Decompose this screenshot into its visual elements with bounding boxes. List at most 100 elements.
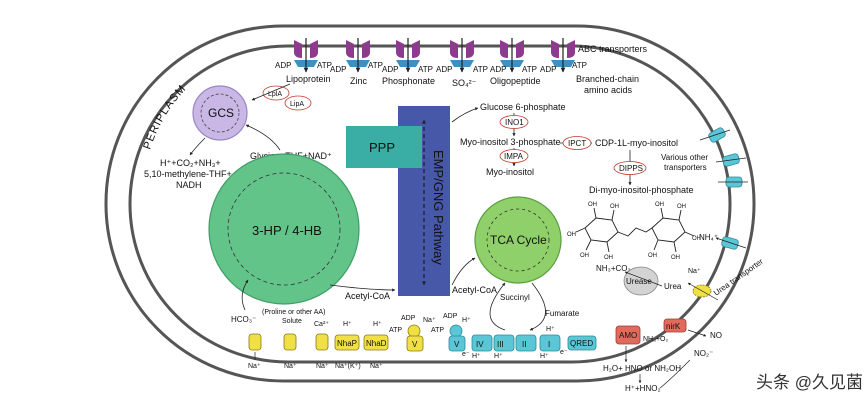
urease-label: Urease [626, 277, 652, 286]
gcs-output-arrow [189, 137, 206, 156]
various-transporter-1 [708, 127, 726, 143]
hp-hb-label: 3-HP / 4-HB [252, 223, 322, 238]
various-transporters-label-2: transporters [664, 163, 707, 172]
gcs-output-3: NADH [176, 180, 202, 190]
complex-iv-label: IV [476, 340, 484, 349]
di-myo-inositol-phosphate: Di-myo-inositol-phosphate [589, 185, 694, 195]
dip-oh-6: OH [655, 202, 664, 208]
dip-oh-10: OH [692, 236, 701, 242]
nh4-arrow [715, 237, 747, 249]
periplasm-label: PERIPLASM [141, 82, 188, 150]
oligopeptide-label: Oligopeptide [490, 76, 541, 86]
gcs-label: GCS [208, 106, 234, 120]
abc-adp-4: ADP [436, 65, 452, 74]
fumarate-label: Fumarate [545, 309, 580, 318]
ppp-label: PPP [369, 140, 395, 155]
various-transporters-label-1: Various other [661, 153, 708, 162]
cdp-myo-inositol: CDP-1L-myo-inositol [595, 138, 678, 148]
complex-i-label: I [548, 340, 550, 349]
proline-label-2: Solute [282, 318, 302, 325]
abc-atp-5: ATP [522, 65, 537, 74]
ipct-oval [562, 136, 592, 150]
solute-transporter [283, 333, 297, 351]
fumarate-arrow [529, 282, 546, 331]
nirk-no-arrow [687, 329, 707, 337]
dip-oh-1: OH [588, 202, 597, 208]
abc-transporter-phosphonate [396, 38, 420, 73]
h-v2-label: H⁺ [462, 317, 471, 324]
acetyl-coa-label-1: Acetyl-CoA [345, 291, 390, 301]
dipps-label: DIPPS [619, 164, 643, 173]
phosphonate-label: Phosphonate [382, 76, 435, 86]
na-label-5: Na⁺ [370, 363, 383, 370]
hco3-arrow [241, 279, 249, 311]
v-atpase-1-label: V [412, 340, 418, 349]
v-atpase-1-body [406, 335, 424, 352]
succinyl-arrow [489, 282, 506, 331]
v-atpase-2-label: V [454, 340, 460, 349]
urea-transport-arrow [687, 282, 719, 301]
no2-label: NO₂⁻ [694, 349, 713, 358]
nh3-co2-label: NH₃+CO₂ [596, 264, 631, 273]
na-label-3: Na⁺ [316, 363, 329, 370]
dip-oh-2: OH [610, 204, 619, 210]
nirk-box [663, 318, 687, 333]
h-label-2: H⁺ [373, 321, 382, 328]
gcs-input-arrow [245, 124, 281, 151]
ipct-label: IPCT [568, 139, 586, 148]
myo-inositol: Myo-inositol [486, 167, 534, 177]
amo-box [615, 325, 641, 345]
nhap-transporter [334, 334, 360, 351]
nhad-label: NhaD [366, 339, 387, 348]
lpla-label: LplA [268, 91, 282, 98]
acetyl-coa-label-2: Acetyl-CoA [452, 285, 497, 295]
lipoprotein-label: Lipoprotein [286, 74, 331, 84]
amo-label: AMO [619, 331, 637, 340]
v-atpase-2-body [448, 335, 466, 352]
h-iii-label: H⁺ [494, 353, 503, 360]
abc-transporter-sulfate [450, 38, 474, 73]
urea-label: Urea [664, 282, 682, 291]
hp-to-acetyl-arrow [329, 284, 396, 292]
abc-atp-1: ATP [317, 61, 332, 70]
dip-oh-3: OH [567, 232, 576, 238]
qred-label: QRED [570, 339, 593, 348]
succinyl-label: Succinyl [500, 293, 530, 302]
ino1-oval [499, 115, 529, 129]
abc-transporter-branched-chain [551, 38, 575, 73]
na-urea-label: Na⁺ [688, 268, 701, 275]
complex-iii-label: III [497, 340, 504, 349]
emp-gng-label: EMP/GNG Pathway [431, 150, 446, 265]
dip-oh-8: OH [648, 253, 657, 259]
dipps-oval [613, 161, 647, 175]
complex-iii [493, 334, 515, 352]
emp-to-glucose-arrow [451, 107, 479, 123]
abc-adp-6: ADP [540, 65, 556, 74]
dip-structure [575, 207, 695, 253]
gcs-inner-cycle [200, 93, 240, 133]
lpla-oval [262, 85, 290, 101]
hco3-label: HCO₃⁻ [231, 315, 256, 324]
impa-label: IMPA [504, 152, 524, 161]
abc-atp-4: ATP [473, 65, 488, 74]
atp-v2-label: ATP [431, 327, 444, 334]
v-atpase-2-head [449, 324, 463, 338]
complex-iv [471, 334, 493, 352]
abc-adp-3: ADP [382, 65, 398, 74]
lipa-label: LipA [290, 101, 304, 108]
hp-hb-circle [208, 153, 360, 305]
atp-v-label: ATP [389, 327, 402, 334]
h2o-label: H₂O+ HNO or NH₂OH [603, 364, 681, 373]
na-label-2: Na⁺ [284, 363, 297, 370]
h-iv-label: H⁺ [472, 353, 481, 360]
abc-transporter-oligopeptide [500, 38, 524, 73]
tca-inner-cycle [486, 208, 550, 272]
urease-oval [623, 266, 659, 296]
glucose-6-phosphate: Glucose 6-phosphate [480, 102, 566, 112]
ino1-label: INO1 [505, 118, 524, 127]
v-atpase-1-head [407, 324, 421, 338]
na-v-label: Na⁺ [423, 317, 436, 324]
complex-ii [515, 334, 537, 352]
no-label: NO [710, 331, 722, 340]
dip-oh-5: OH [604, 255, 613, 261]
